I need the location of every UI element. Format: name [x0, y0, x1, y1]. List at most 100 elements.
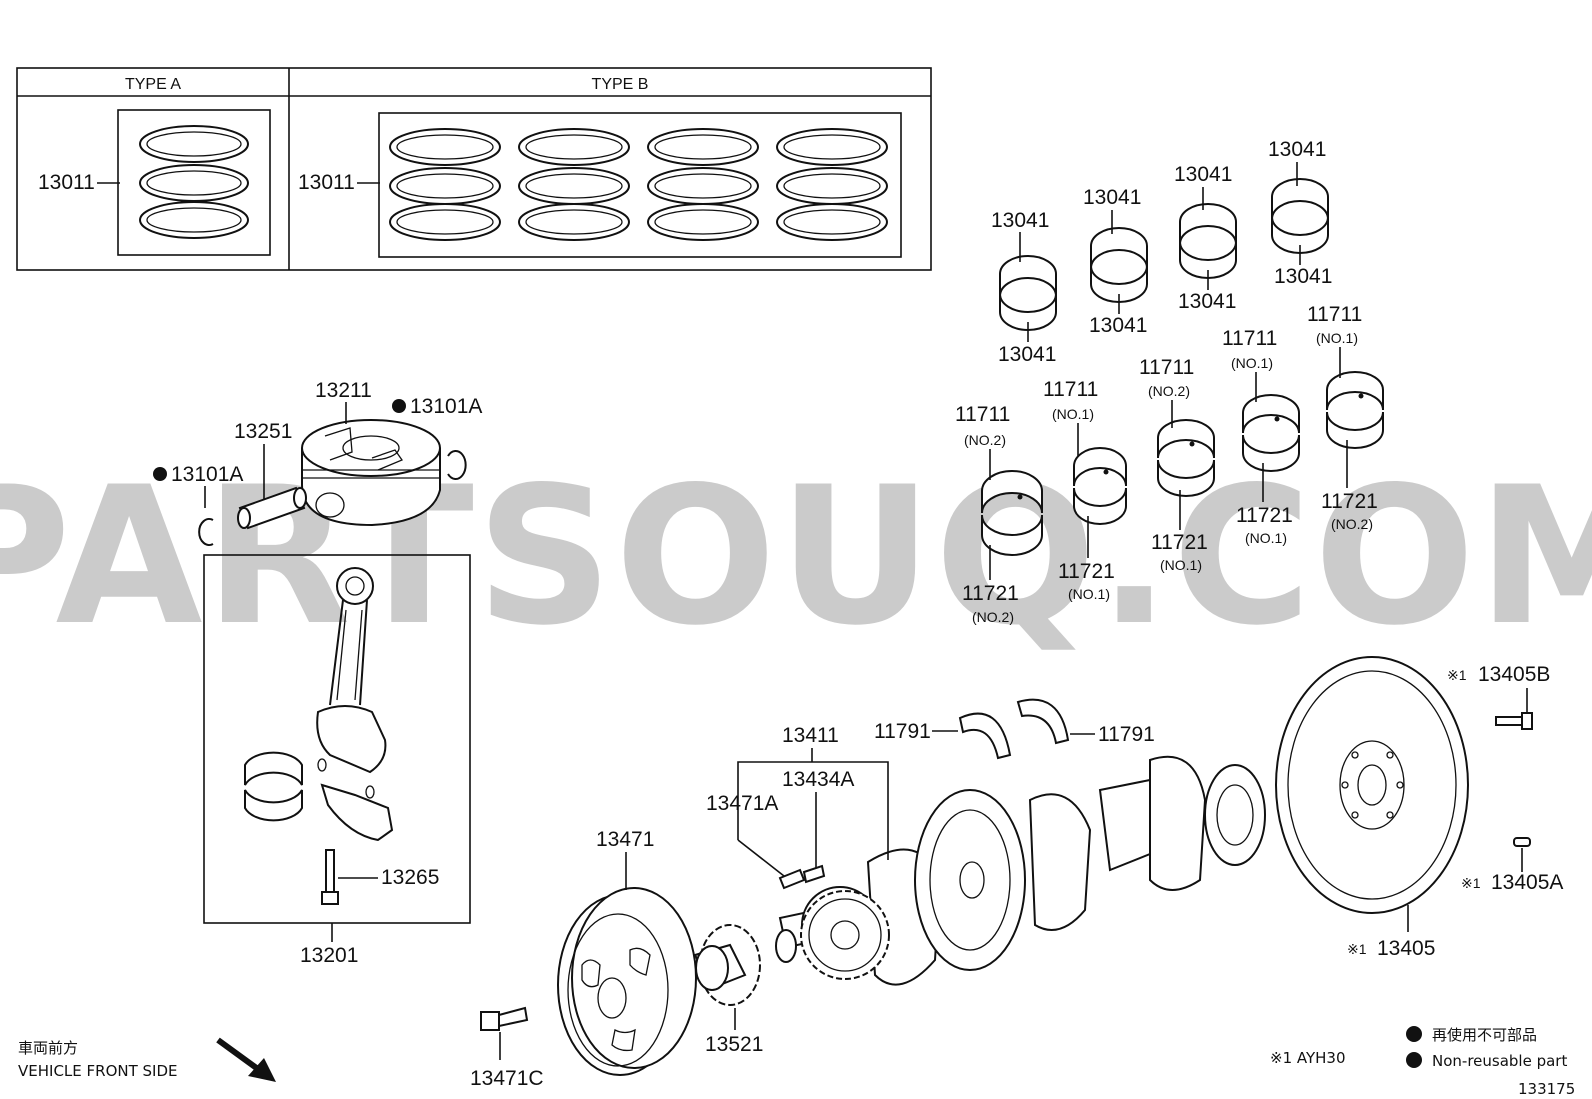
part-label-13211[interactable]: 13211 [315, 379, 372, 402]
thrust-washer-left-shape [958, 712, 1012, 760]
note-mark-13405: ※1 [1347, 941, 1367, 957]
part-label-11711-1[interactable]: 11711 [955, 403, 1010, 426]
crank-pulley-shape [557, 887, 697, 1076]
main-bearing-shape-1 [981, 470, 1043, 556]
bearing-13041-shape-1 [999, 255, 1057, 331]
front-direction-arrow-icon [216, 1037, 276, 1082]
part-label-11711-3[interactable]: 11711 [1139, 356, 1194, 379]
snap-ring-left-shape [198, 518, 214, 546]
piston-ring-set-b4 [776, 128, 888, 241]
connecting-rod-assembly: 13265 13201 [203, 554, 471, 967]
piston-ring-set-a [139, 125, 249, 239]
part-label-13265[interactable]: 13265 [381, 866, 439, 889]
part-label-13041-6[interactable]: 13041 [1178, 290, 1236, 313]
part-label-13011-type-a[interactable]: 13011 [38, 171, 95, 194]
direction-label-en: VEHICLE FRONT SIDE [18, 1062, 178, 1080]
part-label-11791-right[interactable]: 11791 [1098, 723, 1155, 746]
part-label-13041-3[interactable]: 13041 [1083, 186, 1141, 209]
snap-ring-right-shape [447, 450, 467, 480]
pulley-bolt-13471c-shape [480, 1006, 529, 1031]
part-label-13405a[interactable]: 13405A [1491, 871, 1563, 894]
rod-bearing-group: 13041 13041 13041 13041 13041 13041 1304… [991, 138, 1332, 366]
main-bearing-group: 11711 (NO.2) 11711 (NO.1) 11711 (NO.2) 1… [955, 303, 1384, 625]
main-bearing-shape-2 [1073, 447, 1127, 525]
part-label-11721-1[interactable]: 11721 [962, 582, 1019, 605]
main-bearing-shape-4 [1242, 394, 1300, 472]
part-label-13101a-right[interactable]: 13101A [410, 395, 482, 418]
part-sub-11711-2: (NO.1) [1052, 406, 1094, 422]
piston-pin-13251-shape [237, 486, 307, 530]
part-sub-11721-2: (NO.1) [1068, 586, 1110, 602]
part-label-13041-2[interactable]: 13041 [998, 343, 1056, 366]
piston-assembly: 13211 13101A 13101A 13251 [153, 379, 482, 546]
part-label-13405b[interactable]: 13405B [1478, 663, 1550, 686]
part-sub-11711-3: (NO.2) [1148, 383, 1190, 399]
piston-ring-set-b1 [389, 128, 501, 241]
part-label-11721-4[interactable]: 11721 [1236, 504, 1293, 527]
piston-ring-set-b2 [518, 128, 630, 241]
part-label-13521[interactable]: 13521 [705, 1033, 763, 1056]
watermark-text: PARTSOUQ.COM [0, 446, 1592, 667]
crank-key-shapes [778, 864, 826, 890]
rod-bolt-shape [321, 849, 339, 905]
part-label-13011-type-b[interactable]: 13011 [298, 171, 355, 194]
legend-label-jp: 再使用不可部品 [1432, 1026, 1537, 1044]
flywheel-bolt-13405b-shape [1495, 712, 1533, 730]
timing-sprocket-shape [800, 890, 890, 980]
part-label-13471[interactable]: 13471 [596, 828, 654, 851]
type-b-header: TYPE B [592, 76, 649, 93]
part-label-13411[interactable]: 13411 [782, 724, 839, 747]
part-sub-11711-5: (NO.1) [1316, 330, 1358, 346]
part-label-13201[interactable]: 13201 [300, 944, 358, 967]
diagram-id: 133175 [1518, 1080, 1575, 1098]
part-label-13434a[interactable]: 13434A [782, 768, 854, 791]
thrust-washer-right-shape [1016, 698, 1070, 745]
piston-13211-shape [301, 419, 441, 527]
piston-ring-table: TYPE A TYPE B 13011 13011 [16, 67, 932, 271]
part-label-13101a-left[interactable]: 13101A [171, 463, 243, 486]
part-label-11711-2[interactable]: 11711 [1043, 378, 1098, 401]
part-label-13471a[interactable]: 13471A [706, 792, 778, 815]
part-label-11721-5[interactable]: 11721 [1321, 490, 1378, 513]
part-label-13041-5[interactable]: 13041 [1174, 163, 1232, 186]
part-label-13041-8[interactable]: 13041 [1274, 265, 1332, 288]
flywheel-shape [1275, 656, 1469, 914]
part-label-11721-2[interactable]: 11721 [1058, 560, 1115, 583]
part-label-11721-3[interactable]: 11721 [1151, 531, 1208, 554]
part-label-11791-left[interactable]: 11791 [874, 720, 931, 743]
non-reusable-dot-icon [392, 399, 406, 413]
sprocket-13521-shape [693, 924, 761, 1006]
note-mark-13405a: ※1 [1461, 875, 1481, 891]
part-sub-11721-5: (NO.2) [1331, 516, 1373, 532]
direction-label-jp: 車両前方 [18, 1039, 78, 1057]
part-sub-11721-4: (NO.1) [1245, 530, 1287, 546]
type-a-header: TYPE A [125, 76, 181, 93]
part-sub-11711-4: (NO.1) [1231, 355, 1273, 371]
applicability-note: ※1 AYH30 [1270, 1049, 1346, 1067]
note-mark-13405b: ※1 [1447, 667, 1467, 683]
bearing-13041-shape-3 [1179, 203, 1237, 279]
rod-bearing-in-box-shape [244, 751, 303, 822]
non-reusable-dot-icon [153, 467, 167, 481]
part-sub-11721-1: (NO.2) [972, 609, 1014, 625]
main-bearing-shape-5 [1326, 371, 1384, 449]
part-label-11711-4[interactable]: 11711 [1222, 327, 1277, 350]
part-label-11711-5[interactable]: 11711 [1307, 303, 1362, 326]
connecting-rod-shape [316, 567, 394, 842]
crank-sprocket-13434a-group: 13411 13434A 13471A [706, 724, 890, 980]
part-label-13405[interactable]: 13405 [1377, 937, 1435, 960]
bearing-13041-shape-4 [1271, 178, 1329, 254]
piston-ring-set-b3 [647, 128, 759, 241]
part-sub-11721-3: (NO.1) [1160, 557, 1202, 573]
part-label-13041-4[interactable]: 13041 [1089, 314, 1147, 337]
legend-label-en: Non-reusable part [1432, 1052, 1567, 1070]
part-label-13251[interactable]: 13251 [234, 420, 292, 443]
legend-dot-icon [1406, 1052, 1422, 1068]
part-label-13471c[interactable]: 13471C [470, 1067, 544, 1090]
part-label-13041-1[interactable]: 13041 [991, 209, 1049, 232]
thrust-washer-group: 11791 11791 [874, 698, 1155, 760]
part-sub-11711-1: (NO.2) [964, 432, 1006, 448]
part-label-13041-7[interactable]: 13041 [1268, 138, 1326, 161]
